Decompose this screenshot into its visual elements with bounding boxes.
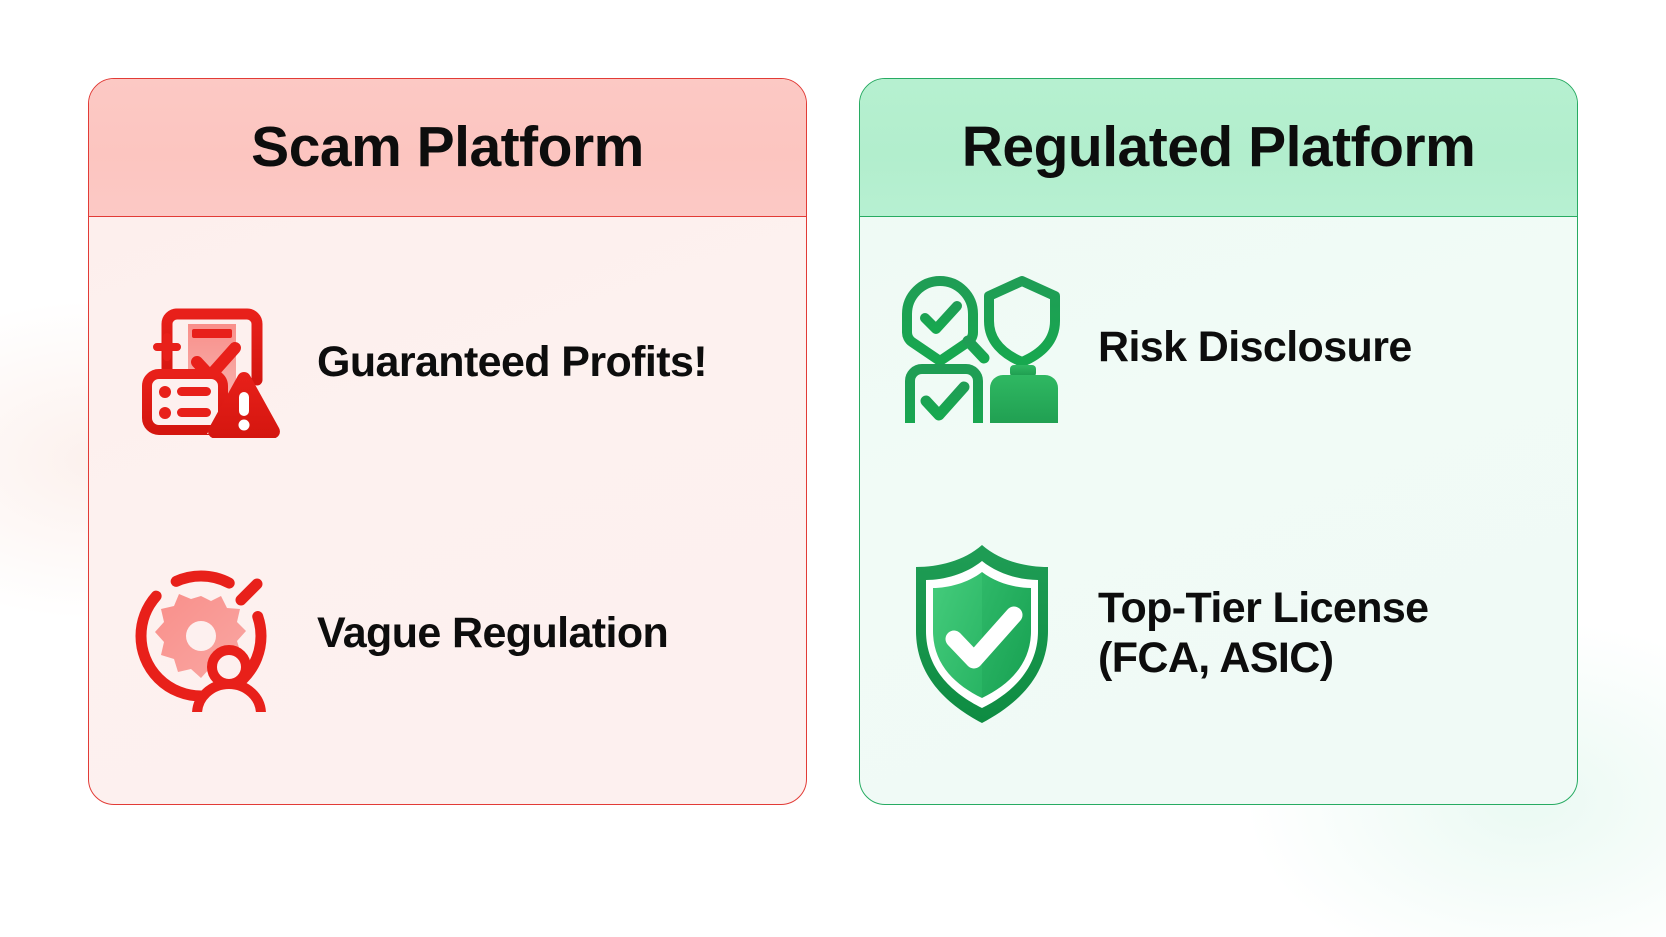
feature-row: Top-Tier License (FCA, ASIC) — [902, 541, 1535, 727]
regulated-platform-title: Regulated Platform — [961, 115, 1476, 179]
scam-platform-card-header: Scam Platform — [89, 79, 806, 217]
blocked-user-gear-icon — [131, 556, 281, 712]
feature-label: Guaranteed Profits! — [317, 337, 708, 386]
verified-audit-icon — [902, 273, 1062, 423]
scam-platform-title: Scam Platform — [251, 115, 644, 179]
regulated-platform-card-body: Risk Disclosure — [860, 217, 1577, 804]
feature-row: Guaranteed Profits! — [131, 288, 764, 438]
clipboard-warning-icon — [131, 288, 281, 438]
regulated-platform-card-header: Regulated Platform — [860, 79, 1577, 217]
feature-label: Risk Disclosure — [1098, 322, 1412, 371]
feature-row: Risk Disclosure — [902, 273, 1535, 423]
shield-check-icon — [902, 541, 1062, 727]
scam-platform-card: Scam Platform — [88, 78, 807, 805]
scam-platform-card-body: Guaranteed Profits! — [89, 217, 806, 804]
feature-label: Vague Regulation — [317, 608, 669, 657]
regulated-platform-card: Regulated Platform — [859, 78, 1578, 805]
feature-label: Top-Tier License (FCA, ASIC) — [1098, 583, 1429, 682]
feature-row: Vague Regulation — [131, 556, 764, 712]
